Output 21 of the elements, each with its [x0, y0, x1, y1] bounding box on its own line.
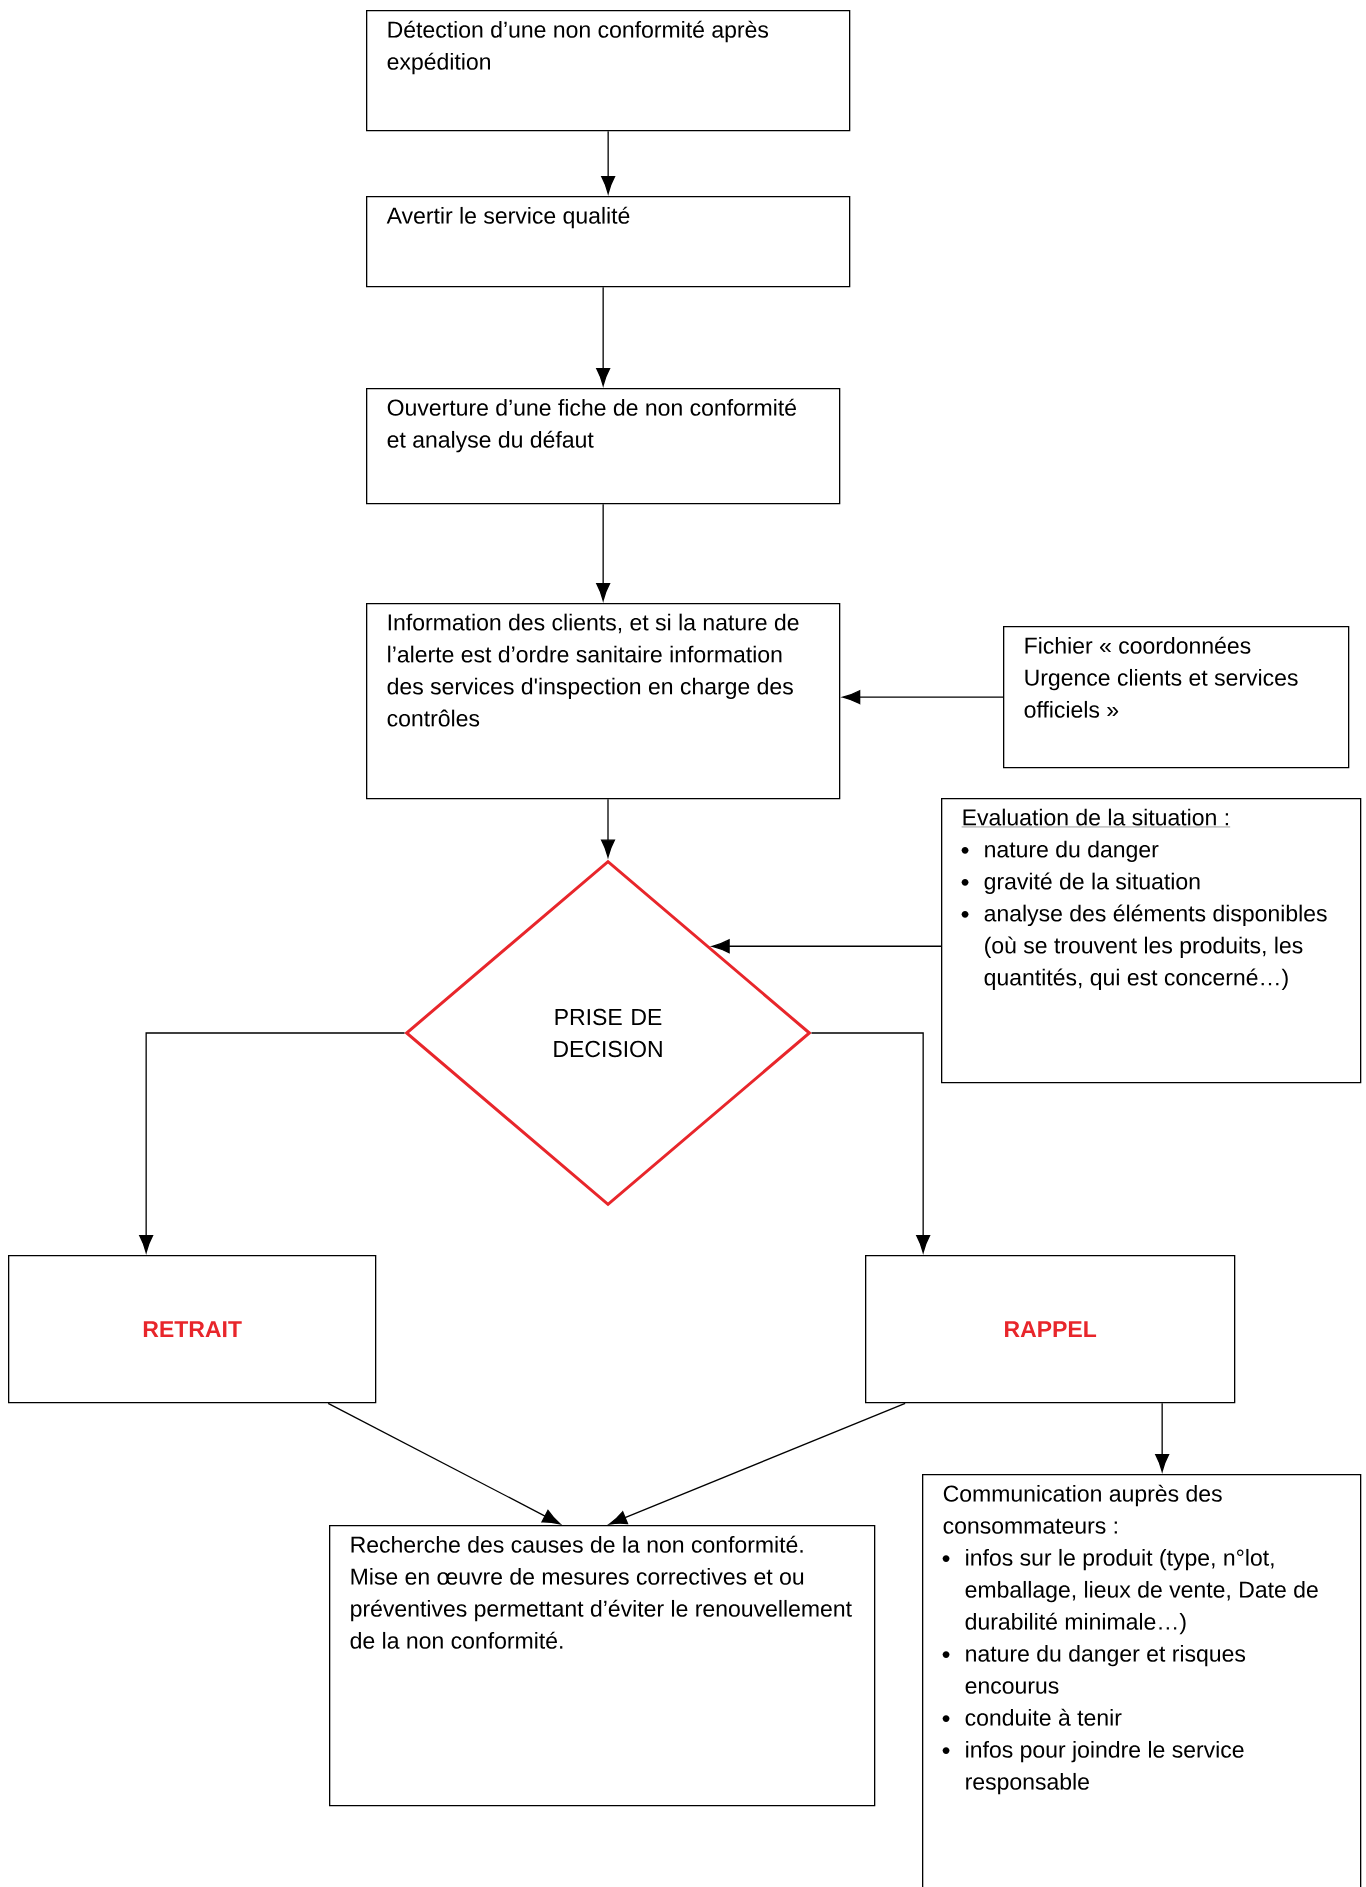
arrow — [609, 1402, 906, 1525]
arrow — [601, 130, 616, 194]
process-box: Recherche des causes de la non conformité. Mise en œuvre de mesures correctives et ou préventives permettant d’éviter le renouvellement de la non conformité. — [329, 1525, 876, 1807]
note-box: Communication auprès des consommateurs : infos sur le produit (type, n°lot, emballage, lieux de vente, Date de durabilité minimale…) nature du danger et risques encourus conduite à tenir infos pour joindre le service responsable — [922, 1474, 1362, 1887]
arrow — [596, 286, 611, 386]
action-box: RAPPEL — [865, 1255, 1236, 1404]
process-box: Fichier « coordonnées Urgence clients et services officiels » — [1003, 626, 1350, 769]
arrow — [711, 939, 942, 954]
action-box: RETRAIT — [8, 1255, 377, 1404]
process-box: Détection d’une non conformité après expédition — [366, 10, 851, 132]
process-box: Ouverture d’une fiche de non conformité et analyse du défaut — [366, 388, 841, 505]
arrow — [842, 690, 1004, 705]
arrow — [327, 1402, 561, 1525]
arrow — [596, 503, 611, 601]
process-box: Information des clients, et si la nature de l’alerte est d’ordre sanitaire information des services d'inspection en charge des contrôles — [366, 603, 841, 800]
arrow — [810, 1032, 931, 1253]
arrow — [139, 1032, 406, 1253]
arrow — [1155, 1402, 1170, 1472]
process-box: Avertir le service qualité — [366, 196, 851, 288]
arrow — [601, 798, 615, 858]
note-box: Evaluation de la situation : nature du danger gravité de la situation analyse des éléments disponibles (où se trouvent les produits, les quantités, qui est concerné…) — [941, 798, 1362, 1084]
